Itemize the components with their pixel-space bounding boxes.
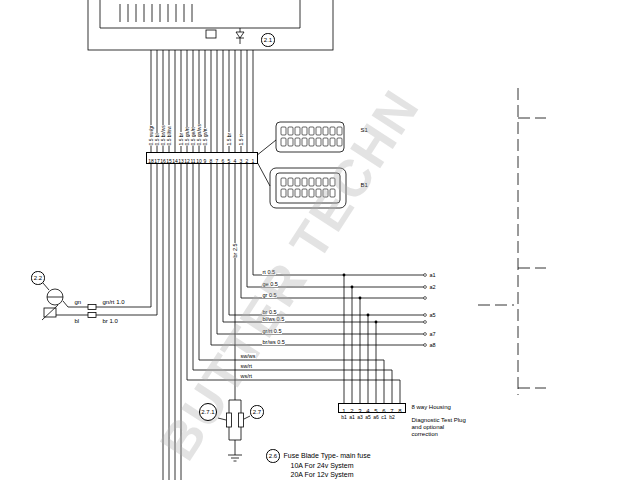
pin-name: a5: [365, 415, 372, 421]
pin-number: 3: [238, 156, 244, 166]
wire-label: ws/rt: [240, 373, 253, 379]
pin-number: 13: [178, 156, 184, 166]
terminal-name: a2: [429, 284, 436, 290]
pin-number: 6: [380, 407, 388, 415]
pin-number: 1: [250, 156, 256, 166]
fuse-note: 10A For 24v System: [290, 462, 354, 470]
pin-name: a1: [349, 415, 356, 421]
wire-color: bl: [74, 318, 80, 325]
wire-label: 1.5 br: [226, 132, 232, 146]
pin-number: 10: [196, 156, 202, 166]
pin-number: 8: [208, 156, 214, 166]
pin-number: 5: [226, 156, 232, 166]
callout-number: 2.6: [269, 453, 277, 459]
pin-number: 2: [348, 407, 356, 415]
terminal-name: a8: [429, 342, 436, 348]
pin-number: 1: [340, 407, 348, 415]
pin-number: 4: [364, 407, 372, 415]
wire-label: 1.5 rt: [238, 134, 244, 146]
terminal-name: a1: [429, 272, 436, 278]
pin-number: 16: [160, 156, 166, 166]
pin-number: 6: [220, 156, 226, 166]
callout-number: 2.7.1: [201, 409, 214, 415]
housing-name: 8 way Housing: [411, 404, 451, 411]
housing-box: 12345678: [338, 403, 406, 413]
wire-label: br 1.0: [102, 318, 118, 325]
pin-number: 18: [148, 156, 154, 166]
wire-color: gn: [74, 299, 82, 306]
wire-label: sw/rt: [240, 363, 253, 369]
wire-label: 0.5 gr/rt: [202, 128, 208, 146]
pin-number: 7: [214, 156, 220, 166]
terminal-name: a7: [429, 331, 436, 337]
housing-note: Diagnostic Test Plug and optional correc…: [411, 417, 468, 438]
callout-circle: 2.6: [266, 449, 279, 462]
pin-number: 17: [154, 156, 160, 166]
callout-number: 2.1: [264, 37, 272, 43]
callout-circle: 2.1: [261, 33, 274, 46]
pin-number: 7: [388, 407, 396, 415]
fuse-note: Fuse Blade Type- main fuse: [283, 452, 371, 460]
pin-name: c1: [381, 415, 387, 421]
pin-number: 15: [166, 156, 172, 166]
pin-name: b1: [341, 415, 348, 421]
wire-label: gn/rt 1.0: [102, 299, 125, 306]
pin-number: 11: [190, 156, 196, 166]
pin-number: 9: [202, 156, 208, 166]
pin-name: a6: [373, 415, 380, 421]
pin-name: a3: [357, 415, 364, 421]
pin-number: 5: [372, 407, 380, 415]
wire-label: br 2.5: [232, 243, 238, 258]
wire-label: sw/ws: [240, 353, 256, 359]
callout-circle: 2.2: [31, 271, 44, 284]
callout-circle: 2.7: [250, 405, 263, 418]
wire-label: 0.5 bl/sw: [166, 125, 172, 146]
pin-number: 4: [232, 156, 238, 166]
pin-number: 14: [172, 156, 178, 166]
pin-number: 8: [396, 407, 404, 415]
terminal-name: a5: [429, 312, 436, 318]
pin-name: b2: [389, 415, 396, 421]
pin-number: 3: [356, 407, 364, 415]
pin-number: 12: [184, 156, 190, 166]
callout-number: 2.2: [34, 275, 42, 281]
connector-pin-strip: 181716151413121110987654321: [146, 152, 258, 164]
pin-number: 2: [244, 156, 250, 166]
callout-number: 2.7: [253, 409, 261, 415]
fuse-note: 20A For 12v System: [290, 471, 354, 479]
